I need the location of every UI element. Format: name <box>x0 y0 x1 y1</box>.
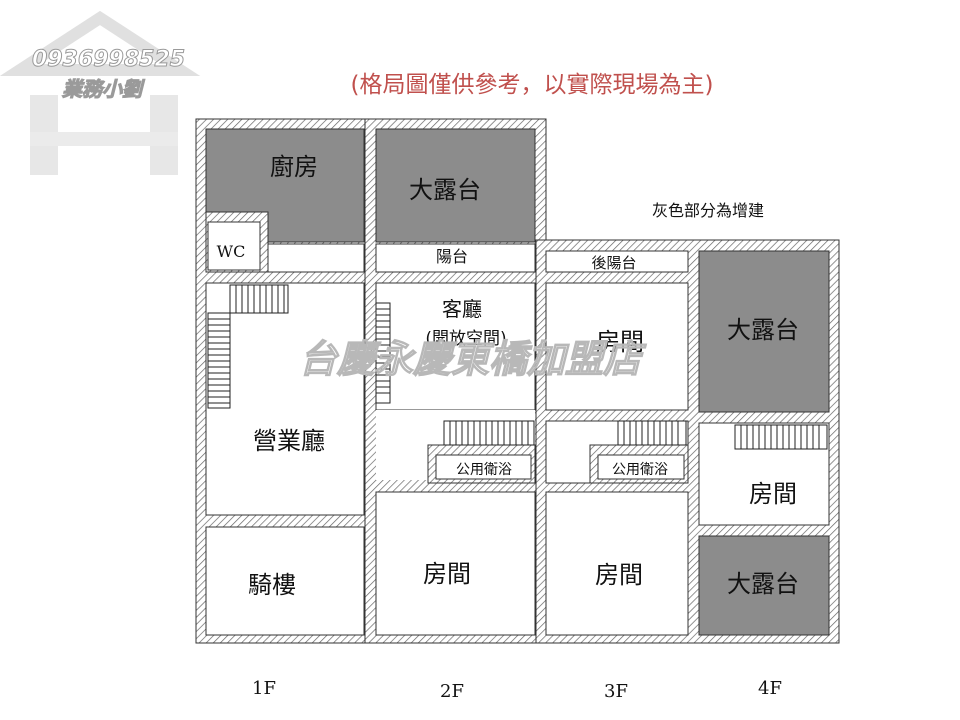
f2-big-terrace <box>375 128 536 243</box>
legend-note: 灰色部分為增建 <box>652 201 764 220</box>
label-f2-balcony: 陽台 <box>436 247 468 266</box>
f1-corridor <box>267 243 365 273</box>
f2-stairs <box>375 302 535 446</box>
label-f1-business-hall: 營業廳 <box>253 427 325 455</box>
label-f1-kitchen: 廚房 <box>270 153 318 181</box>
floor-label-1f: 1F <box>252 678 276 699</box>
f3-back-balcony <box>545 250 689 273</box>
f3-stairs <box>617 420 687 446</box>
label-f1-arcade: 騎樓 <box>248 571 296 599</box>
f4-big-terrace-top <box>698 250 830 413</box>
f1-arcade <box>205 526 365 636</box>
label-f3-back-balcony: 後陽台 <box>591 254 636 272</box>
notice-text: (格局圖僅供參考，以實際現場為主) <box>351 72 714 98</box>
f4-big-terrace-bottom <box>698 535 830 636</box>
f2-shared-bath <box>435 454 532 480</box>
label-f4-big-terrace-top: 大露台 <box>727 316 799 344</box>
f3-room-top <box>545 282 689 411</box>
f1-business-hall <box>205 282 365 516</box>
floor-label-3f: 3F <box>604 681 628 702</box>
f2-room <box>375 491 536 636</box>
label-f3-room-bottom: 房間 <box>595 561 643 589</box>
floor-label-2f: 2F <box>440 681 464 702</box>
watermark-logo <box>0 10 201 175</box>
watermark-agent-name: 業務小劉 <box>62 77 145 101</box>
house-roof-icon <box>0 10 201 76</box>
label-f2-shared-bath: 公用衛浴 <box>456 462 512 478</box>
watermark-company: 台慶永慶東橋加盟店 <box>299 337 647 381</box>
f1-wc <box>207 221 261 271</box>
label-f2-room: 房間 <box>423 560 471 588</box>
label-f4-big-terrace-bottom: 大露台 <box>727 570 799 598</box>
f3-room-bottom <box>545 491 689 636</box>
house-beam-icon <box>30 132 178 146</box>
watermark-phone: 0936998525 <box>32 47 185 72</box>
label-f4-room: 房間 <box>749 480 797 508</box>
label-f2-living: 客廳 <box>442 297 482 321</box>
f2-balcony <box>375 243 536 273</box>
floor-label-4f: 4F <box>758 678 782 699</box>
label-f2-big-terrace: 大露台 <box>409 176 481 204</box>
f4-stairs <box>734 424 828 450</box>
label-f3-room-top: 房間 <box>596 328 644 356</box>
f1-stairs <box>207 284 289 409</box>
label-f1-wc: WC <box>217 242 246 261</box>
f3-shared-bath <box>597 454 685 480</box>
label-f3-shared-bath: 公用衛浴 <box>612 462 668 478</box>
label-f2-living-sub: (開放空間) <box>425 329 506 349</box>
